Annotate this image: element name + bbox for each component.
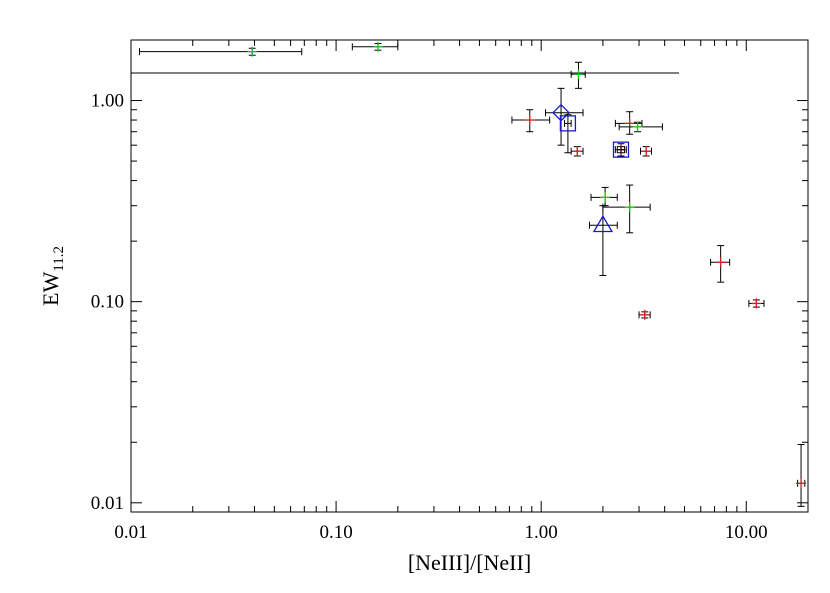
x-tick-label: 1.00 xyxy=(525,522,558,543)
data-point-green-plus xyxy=(138,46,303,57)
square-marker xyxy=(559,115,577,132)
y-axis-title-subscript: 11.2 xyxy=(51,246,67,272)
data-point-blue-square xyxy=(559,114,577,154)
data-point-blue-triangle xyxy=(588,205,618,276)
data-point-red-plus xyxy=(796,443,807,507)
y-axis-title: EW11.2 xyxy=(38,246,67,306)
data-marks xyxy=(131,41,807,507)
data-point-blue-square xyxy=(612,141,630,158)
data-point-red-plus xyxy=(511,109,551,133)
data-point-green-plus xyxy=(618,121,663,133)
data-point-red-plus xyxy=(570,146,584,157)
x-tick-label: 10.00 xyxy=(725,522,768,543)
x-tick-label: 0.01 xyxy=(114,522,147,543)
triangle-marker xyxy=(592,214,614,233)
y-tick-label: 0.01 xyxy=(91,493,124,514)
data-point-red-plus xyxy=(710,245,731,283)
data-point-green-plus xyxy=(351,41,399,52)
square-marker xyxy=(612,141,630,158)
x-tick-label: 0.10 xyxy=(319,522,352,543)
data-point-green-plus xyxy=(602,184,651,234)
data-point-red-plus xyxy=(638,309,651,320)
x-axis-title: [NeIII]/[NeII] xyxy=(408,550,531,575)
data-point-green-plus xyxy=(570,61,586,89)
data-point-green-plus xyxy=(590,186,618,207)
data-point-red-plus xyxy=(748,298,765,309)
axes: 0.01 0.10 1.00 10.00 0.01 0.10 1.00 xyxy=(91,39,809,543)
data-point-red-plus xyxy=(639,146,652,157)
plot-frame xyxy=(130,39,809,513)
y-tick-label: 0.10 xyxy=(91,292,124,313)
data-point-blue-diamond xyxy=(545,87,584,146)
y-tick-label: 1.00 xyxy=(91,91,124,112)
y-axis-title-main: EW xyxy=(38,272,63,306)
